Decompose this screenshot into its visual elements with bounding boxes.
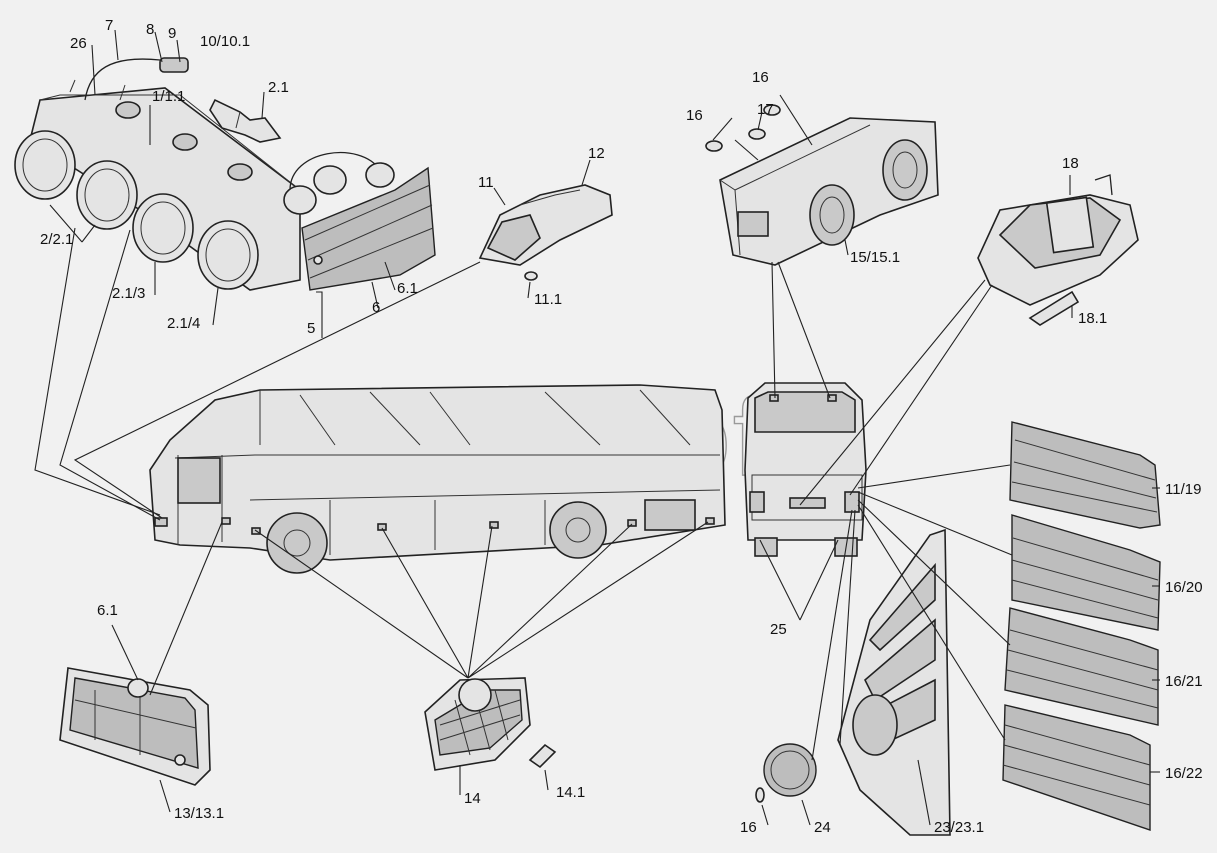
label-16-top: 16: [752, 69, 769, 86]
rear-lamp-16-21: [1004, 607, 1159, 726]
label-2-1-4: 2.1/4: [167, 315, 200, 332]
callout-labels: 26 7 8 9 10/10.1 2.1 1/1.1 2/2.1 2.1/3 2…: [40, 17, 1203, 836]
label-12: 12: [588, 145, 605, 162]
label-11: 11: [478, 174, 494, 191]
label-18: 18: [1062, 155, 1079, 172]
label-1-1-1: 1/1.1: [152, 88, 185, 105]
bus-rear-view: [744, 382, 867, 557]
front-indicator-lamp: [301, 166, 436, 291]
label-17: 17: [757, 101, 774, 118]
bus-side-view: [149, 384, 726, 574]
interior-lamp-18: [977, 174, 1139, 306]
bulb-11-1: [524, 271, 538, 281]
label-24: 24: [814, 819, 831, 836]
rear-lamp-16-22: [1002, 704, 1151, 831]
bus-front-wheel: [266, 512, 328, 574]
label-25: 25: [770, 621, 787, 638]
label-6: 6: [372, 299, 380, 316]
label-26: 26: [70, 35, 87, 52]
marker-lamp-11: [478, 184, 613, 266]
side-marker-14: [424, 677, 531, 771]
headlamp-lens-4: [197, 220, 259, 290]
headlamp-lens-1: [14, 130, 76, 200]
fog-lamp-24: [763, 743, 817, 797]
headlamp-cluster: [14, 57, 395, 291]
rear-lamp-15: [719, 117, 939, 266]
rear-lamp-11-19: [1009, 421, 1161, 529]
label-16-left: 16: [686, 107, 703, 124]
bulb-18-1: [1028, 290, 1080, 326]
label-14: 14: [464, 790, 481, 807]
headlamp-lens-2: [76, 160, 138, 230]
label-9: 9: [168, 25, 176, 42]
label-2-1: 2.1: [268, 79, 289, 96]
label-16-20: 16/20: [1165, 579, 1203, 596]
label-16-21: 16/21: [1165, 673, 1203, 690]
label-18-1: 18.1: [1078, 310, 1107, 327]
bulb-14-1: [528, 743, 557, 769]
label-10-10-1: 10/10.1: [200, 33, 250, 50]
label-11-19: 11/19: [1165, 481, 1201, 498]
label-11-1: 11.1: [534, 291, 562, 308]
label-5: 5: [307, 320, 315, 337]
label-8: 8: [146, 21, 154, 38]
bulbs-16-17: [705, 104, 781, 152]
headlamp-lens-3: [132, 193, 194, 263]
label-2-2-1: 2/2.1: [40, 231, 73, 248]
label-15-15-1: 15/15.1: [850, 249, 900, 266]
label-16-lower: 16: [740, 819, 757, 836]
bulb-2-1: [209, 98, 282, 143]
rear-lamp-16-20: [1011, 514, 1161, 631]
leader-lines: [34, 29, 1160, 826]
bulb-16-lower: [755, 787, 765, 803]
label-13-13-1: 13/13.1: [174, 805, 224, 822]
label-6-1: 6.1: [397, 280, 418, 297]
label-23-23-1: 23/23.1: [934, 819, 984, 836]
label-6-1-lower: 6.1: [97, 602, 118, 619]
label-14-1: 14.1: [556, 784, 585, 801]
label-2-1-3: 2.1/3: [112, 285, 145, 302]
bulb-6-1-lower: [127, 678, 149, 698]
rear-lamp-housing-23: [837, 528, 951, 836]
side-lamp-13: [59, 667, 211, 786]
label-16-22: 16/22: [1165, 765, 1203, 782]
label-7: 7: [105, 17, 113, 34]
bus-rear-wheel: [549, 501, 607, 559]
